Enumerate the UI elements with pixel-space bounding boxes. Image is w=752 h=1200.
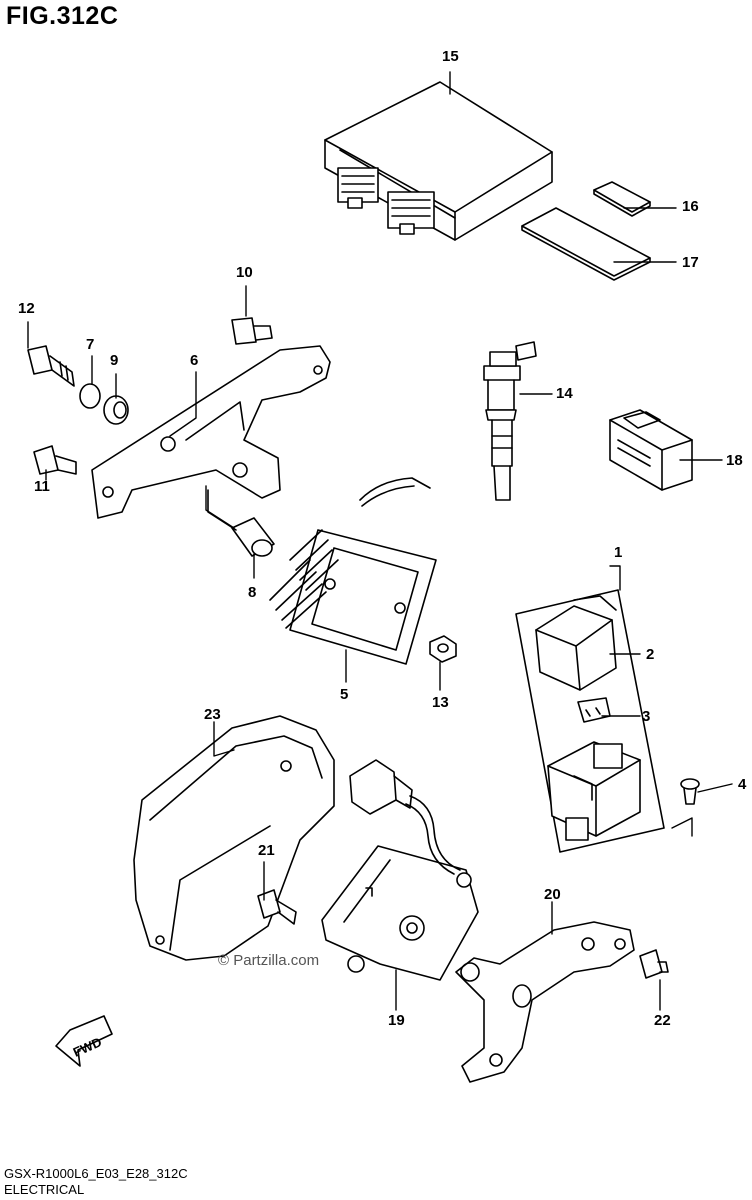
leader-lines xyxy=(27,71,733,1011)
watermark: © Partzilla.com xyxy=(218,952,320,969)
callout-3: 3 xyxy=(642,708,651,725)
forward-arrow xyxy=(55,1015,113,1067)
callout-13: 13 xyxy=(432,694,449,711)
pad-large xyxy=(521,207,651,281)
callout-18: 18 xyxy=(726,452,743,469)
rubber-bushing xyxy=(103,395,129,425)
callout-7: 7 xyxy=(86,336,95,353)
callout-6: 6 xyxy=(190,352,199,369)
callout-16: 16 xyxy=(682,198,699,215)
electrical-cover xyxy=(133,715,335,961)
pad-small xyxy=(593,181,651,217)
callout-14: 14 xyxy=(556,385,573,402)
lower-bracket xyxy=(455,921,635,1083)
callout-17: 17 xyxy=(682,254,699,271)
model-code: GSX-R1000L6_E03_E28_312C xyxy=(4,1166,188,1181)
callout-4: 4 xyxy=(738,776,747,793)
regulator-rectifier xyxy=(269,477,437,665)
regulator-bracket xyxy=(91,345,331,519)
spacer xyxy=(207,489,275,557)
washer xyxy=(79,383,101,409)
section-name: ELECTRICAL xyxy=(4,1182,85,1197)
callout-9: 9 xyxy=(110,352,119,369)
figure-title: FIG.312C xyxy=(6,2,119,30)
screw xyxy=(680,778,700,805)
callout-12: 12 xyxy=(18,300,35,317)
nut xyxy=(429,635,457,663)
sensor-bracket xyxy=(321,759,479,981)
callout-1: 1 xyxy=(614,544,623,561)
ecu-unit xyxy=(324,81,553,241)
callout-11: 11 xyxy=(34,478,50,495)
callout-21: 21 xyxy=(258,842,275,859)
callout-23: 23 xyxy=(204,706,221,723)
callout-20: 20 xyxy=(544,886,561,903)
bolt-lower xyxy=(33,445,77,475)
callout-19: 19 xyxy=(388,1012,405,1029)
bolt-upper xyxy=(231,317,273,345)
callout-5: 5 xyxy=(340,686,349,703)
callout-15: 15 xyxy=(442,48,459,65)
bolt-bracket xyxy=(639,949,669,979)
ignition-coil xyxy=(483,341,537,501)
callout-2: 2 xyxy=(646,646,655,663)
bolt-long xyxy=(27,345,75,387)
callout-8: 8 xyxy=(248,584,257,601)
callout-10: 10 xyxy=(236,264,253,281)
callout-22: 22 xyxy=(654,1012,671,1029)
relay xyxy=(609,409,693,491)
